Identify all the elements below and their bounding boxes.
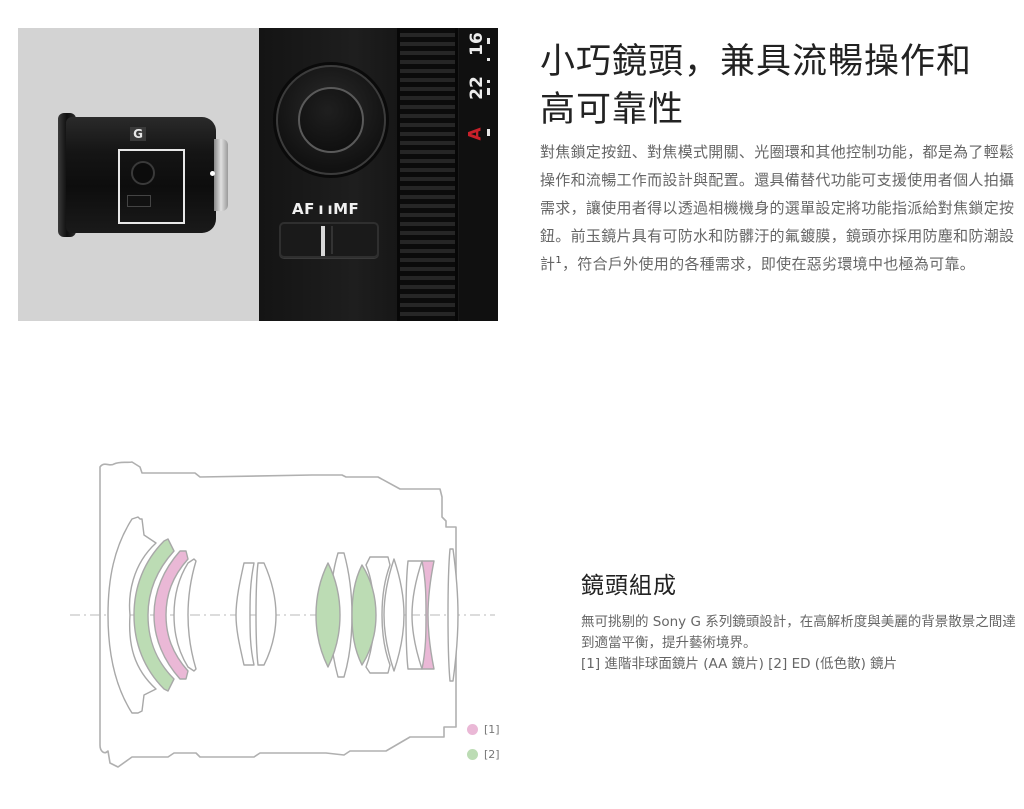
- switch-knob-edge: [331, 226, 333, 254]
- pink-dot-icon: [467, 724, 478, 735]
- composition-title: 鏡頭組成: [581, 573, 677, 599]
- aperture-scale: 16 22 A: [459, 28, 498, 321]
- composition-description-text: 無可挑剔的 Sony G 系列鏡頭設計，在高解析度與美麗的背景散景之間達到適當平…: [581, 614, 1016, 651]
- feature-description-part1: 對焦鎖定按鈕、對焦模式開關、光圈環和其他控制功能，都是為了輕鬆操作和流暢工作而設…: [540, 143, 1015, 273]
- composition-legend-text: [1] 進階非球面鏡片 (AA 鏡片) [2] ED (低色散) 鏡片: [581, 656, 898, 672]
- legend-label-2: [2]: [484, 748, 500, 761]
- footnote-marker[interactable]: 1: [555, 255, 562, 266]
- g-logo-icon: G: [130, 127, 146, 141]
- lens-product-image: G AF ı ıMF 16 22 A: [18, 28, 498, 321]
- aperture-tick: [487, 88, 490, 95]
- legend-item-aa: [1]: [467, 723, 500, 736]
- aperture-mark-16: 16: [466, 32, 487, 56]
- aperture-tick: [487, 58, 490, 61]
- aperture-tick: [487, 129, 490, 136]
- feature-description-part2: ，符合戶外使用的各種需求，即使在惡劣環境中也極為可靠。: [561, 255, 976, 273]
- feature-title-line2: 高可靠性: [540, 90, 685, 130]
- focus-hold-button-inner: [298, 87, 364, 153]
- lens-mount: [214, 139, 228, 211]
- mini-af-mf-switch-icon: [127, 195, 151, 207]
- af-mf-label: AF ı ıMF: [292, 200, 360, 218]
- composition-description: 無可挑剔的 Sony G 系列鏡頭設計，在高解析度與美麗的背景散景之間達到適當平…: [581, 612, 1021, 675]
- feature-title: 小巧鏡頭，兼具流暢操作和 高可靠性: [540, 38, 1010, 134]
- feature-title-line1: 小巧鏡頭，兼具流暢操作和: [540, 42, 973, 82]
- feature-description: 對焦鎖定按鈕、對焦模式開關、光圈環和其他控制功能，都是為了輕鬆操作和流暢工作而設…: [540, 138, 1018, 278]
- focus-ring-texture: [397, 28, 458, 321]
- legend-item-ed: [2]: [467, 748, 500, 761]
- lens-illustration: G: [58, 113, 228, 238]
- lens-composition-diagram: [1] [2]: [60, 455, 510, 775]
- aperture-tick: [487, 80, 490, 83]
- switch-slider-line: [321, 226, 325, 256]
- green-dot-icon: [467, 749, 478, 760]
- mini-focus-hold-button-icon: [131, 161, 155, 185]
- lens-side-view: G: [18, 28, 259, 321]
- aperture-mark-22: 22: [466, 76, 487, 100]
- af-mf-switch-icon: [279, 222, 379, 258]
- legend-label-1: [1]: [484, 723, 500, 736]
- aperture-tick: [487, 38, 490, 44]
- focus-hold-button-icon: [276, 65, 386, 175]
- mount-index-dot-icon: [210, 171, 215, 176]
- aperture-mark-auto: A: [465, 127, 486, 141]
- lens-cross-section-svg: [70, 461, 495, 768]
- zoom-highlight-box: [118, 149, 185, 224]
- lens-closeup-view: AF ı ıMF 16 22 A: [259, 28, 498, 321]
